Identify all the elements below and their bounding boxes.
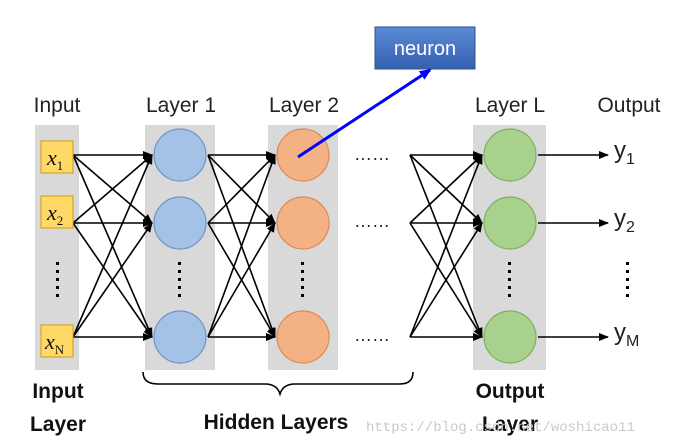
hidden-ellipsis-1: …… (354, 144, 390, 164)
layer2-neuron-2 (276, 196, 330, 250)
layer1-to-layer2-edge-2-1 (207, 154, 276, 224)
input-layer-label-line1: Input (32, 380, 83, 403)
neuron-callout-label: neuron (394, 38, 456, 60)
neuron-callout-box (374, 26, 476, 70)
layer1-neuron-3 (153, 310, 207, 364)
input-boxes: x1 x2 xN (40, 140, 74, 358)
layerL-neuron-3 (483, 310, 537, 364)
header-layer1: Layer 1 (146, 94, 216, 117)
input-to-layer1-edge-3-1 (72, 154, 153, 338)
hidden-layers-label: Hidden Layers (204, 411, 349, 434)
horizontal-ellipses: …… …… …… (354, 144, 390, 345)
header-input: Input (34, 94, 81, 117)
layer1-to-layer2-edge-3-1 (207, 154, 276, 338)
connections (72, 151, 609, 341)
layer2-vertical-ellipsis (301, 262, 304, 297)
input-label-1: x1 (46, 145, 63, 173)
output-vertical-ellipsis (626, 262, 629, 297)
column-headers: Input Layer 1 Layer 2 Layer L Output (34, 94, 661, 117)
bottom-labels: Input Layer Hidden Layers Output Layer (30, 380, 544, 436)
output-label-m: yM (614, 319, 639, 350)
input-to-layer1-edge-3-2 (72, 222, 153, 338)
hidden-to-layerL-edge-2-1 (409, 154, 483, 224)
header-layer2: Layer 2 (269, 94, 339, 117)
output-layer-label-line1: Output (476, 380, 545, 403)
input-label-2: x2 (46, 200, 63, 228)
hidden-ellipsis-3: …… (354, 325, 390, 345)
vertical-ellipses (56, 262, 629, 297)
input-layer-label-line2: Layer (30, 413, 86, 436)
hidden-to-layerL-edge-3-2 (409, 222, 483, 338)
input-label-n: xN (44, 329, 65, 357)
layer2-neuron-3 (276, 310, 330, 364)
hidden-to-layerL-edge-3-1 (409, 154, 483, 338)
output-label-1: y1 (614, 137, 635, 168)
input-node-1: x1 (40, 140, 74, 174)
layerL-neuron-1 (483, 128, 537, 182)
hidden-layers-brace (142, 371, 414, 397)
layerL-neuron-2 (483, 196, 537, 250)
input-to-layer1-edge-2-1 (72, 154, 153, 224)
watermark: https://blog.csdn.net/woshicao11 (366, 420, 635, 436)
output-label-2: y2 (614, 205, 635, 236)
output-layer-label-line2: Layer (482, 413, 538, 436)
layerL-vertical-ellipsis (508, 262, 511, 297)
header-output: Output (597, 94, 660, 117)
layer1-neuron-2 (153, 196, 207, 250)
neuron-callout-arrow (297, 68, 432, 159)
layer1-to-layer2-edge-3-2 (207, 222, 276, 338)
input-node-2: x2 (40, 195, 74, 229)
layer1-vertical-ellipsis (178, 262, 181, 297)
hidden-ellipsis-2: …… (354, 211, 390, 231)
header-layerL: Layer L (475, 94, 545, 117)
neuron-callout: neuron (297, 26, 476, 159)
input-vertical-ellipsis (56, 262, 59, 297)
output-labels: y1 y2 yM (614, 137, 639, 350)
layer1-neuron-1 (153, 128, 207, 182)
input-node-n: xN (40, 324, 74, 358)
